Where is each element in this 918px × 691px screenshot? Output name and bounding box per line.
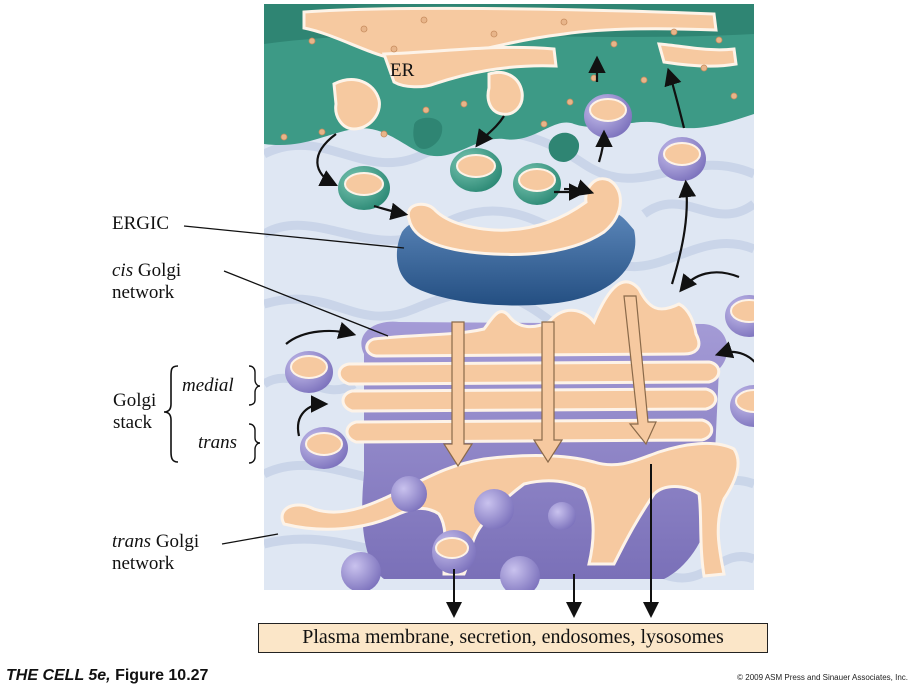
secretory-vesicles — [341, 476, 576, 590]
golgi-stack-brace — [163, 365, 179, 463]
golgi-stack-line1: Golgi — [113, 390, 157, 411]
caption-figure: Figure 10.27 — [110, 667, 209, 684]
medial-cisterna-1 — [337, 360, 721, 386]
trans-golgi-word: Golgi — [151, 531, 200, 552]
cis-italic: cis — [112, 260, 134, 281]
copyright-notice: © 2009 ASM Press and Sinauer Associates,… — [737, 673, 908, 682]
illustration-panel — [264, 4, 754, 590]
golgi-cisternae — [337, 280, 721, 444]
cis-network-word: network — [112, 282, 175, 303]
golgi-illustration — [264, 4, 754, 590]
trans-label: trans — [198, 432, 237, 454]
cis-golgi-network-label: cis Golgi network — [112, 260, 181, 304]
side-vesicles — [285, 295, 754, 469]
leader-lines — [183, 225, 405, 545]
cis-golgi-word: Golgi — [133, 260, 182, 281]
er-vesicles — [338, 148, 561, 210]
er-lumen — [302, 6, 738, 131]
trans-network-word: network — [112, 553, 175, 574]
figure-caption: THE CELL 5e, Figure 10.27 — [6, 667, 208, 685]
retrograde-vesicles — [584, 94, 706, 181]
pathway-arrows — [285, 55, 754, 437]
trans-italic: trans — [198, 432, 238, 453]
er-label: ER — [390, 60, 415, 81]
trans-tgn-italic: trans — [112, 531, 152, 552]
golgi-stack-line2: stack — [113, 412, 153, 433]
cis-cisterna — [365, 280, 701, 358]
exit-arrows — [453, 464, 652, 590]
transport-arrows — [442, 295, 657, 468]
medial-cisterna-2 — [341, 387, 718, 413]
ribosomes — [280, 16, 738, 141]
er-bud — [413, 117, 443, 149]
medial-brace — [248, 365, 261, 406]
trans-cisterna — [345, 418, 714, 444]
trans-golgi-network-label: trans Golgi network — [112, 531, 199, 575]
golgi-stack-label: Golgi stack — [113, 390, 156, 434]
trans-brace — [248, 423, 261, 464]
medial-italic: medial — [182, 375, 234, 396]
er-bud — [548, 132, 580, 162]
medial-label: medial — [182, 375, 234, 397]
caption-title: THE CELL 5e, — [6, 667, 111, 684]
destination-box: Plasma membrane, secretion, endosomes, l… — [258, 623, 768, 653]
ergic-label: ERGIC — [112, 213, 169, 234]
